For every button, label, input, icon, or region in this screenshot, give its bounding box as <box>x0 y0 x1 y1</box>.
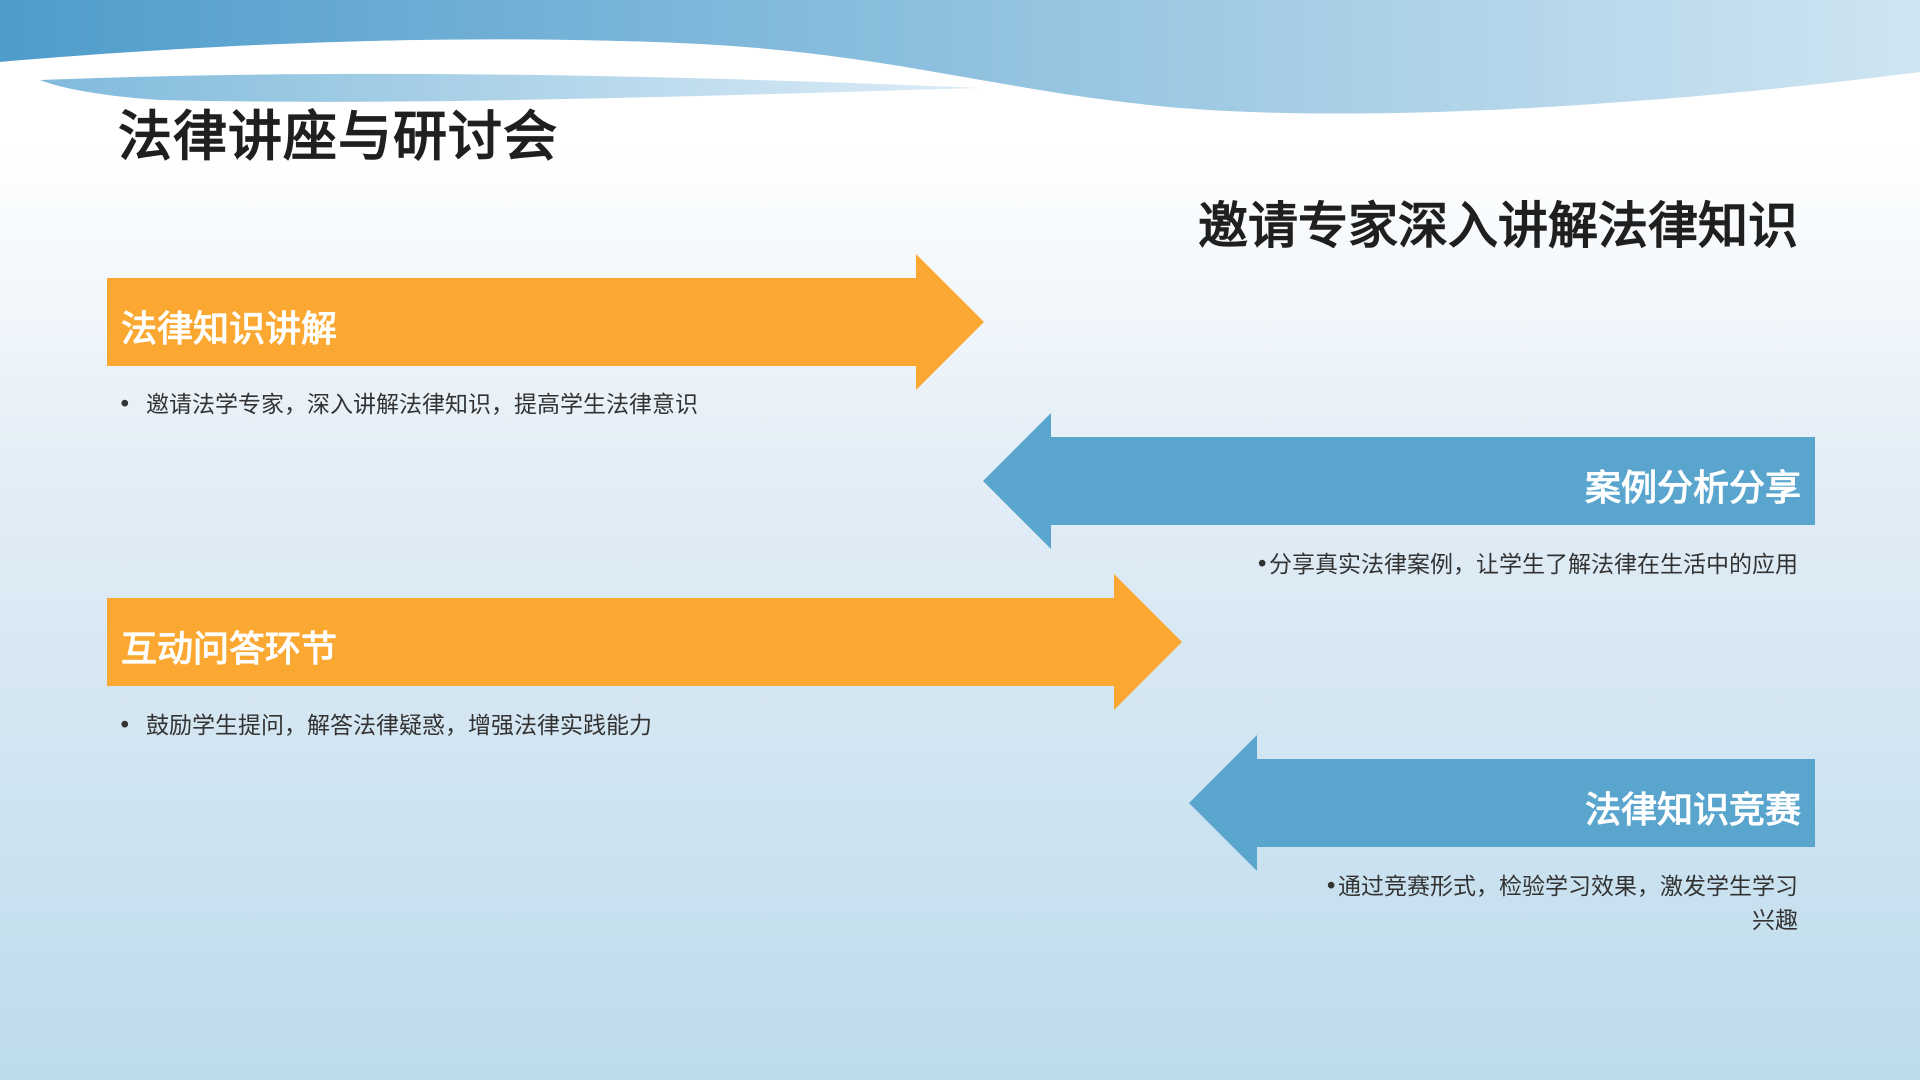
arrow-heading: 法律知识讲解 <box>121 309 338 350</box>
arrow-heading: 法律知识竞赛 <box>1584 790 1801 831</box>
arrow-banner-law-explanation: 法律知识讲解 <box>107 254 984 390</box>
description-text: 鼓励学生提问，解答法律疑惑，增强法律实践能力 <box>146 713 652 739</box>
header-wave-decoration <box>0 0 1920 114</box>
arrow-banner-qa-session: 互动问答环节 <box>107 574 1182 710</box>
arrow-heading: 互动问答环节 <box>121 629 338 670</box>
arrow-right-shape <box>107 254 984 390</box>
bullet-icon: • <box>1324 874 1338 900</box>
arrow-left-shape <box>1189 735 1815 871</box>
bullet-icon: • <box>118 392 132 418</box>
description-text: 邀请法学专家，深入讲解法律知识，提高学生法律意识 <box>146 392 698 418</box>
description-text: 分享真实法律案例，让学生了解法律在生活中的应用 <box>1269 552 1798 578</box>
page-subtitle: 邀请专家深入讲解法律知识 <box>1198 197 1798 255</box>
arrow-banner-knowledge-contest: 法律知识竞赛 <box>1189 735 1815 871</box>
arrow-banner-case-analysis: 案例分析分享 <box>983 413 1815 549</box>
page-title: 法律讲座与研讨会 <box>118 105 558 168</box>
arrow-heading: 案例分析分享 <box>1584 468 1801 509</box>
bullet-icon: • <box>1255 552 1269 578</box>
arrow-left-shape <box>983 413 1815 549</box>
arrow-right-shape <box>107 574 1182 710</box>
description-text-line-1: 通过竞赛形式，检验学习效果，激发学生学习 <box>1338 874 1798 900</box>
item-description: •通过竞赛形式，检验学习效果，激发学生学习 兴趣 <box>1238 870 1798 938</box>
description-text-line-2: 兴趣 <box>1752 908 1798 934</box>
item-description: • 邀请法学专家，深入讲解法律知识，提高学生法律意识 <box>118 388 878 422</box>
bullet-icon: • <box>118 713 132 739</box>
item-description: • 鼓励学生提问，解答法律疑惑，增强法律实践能力 <box>118 709 878 743</box>
item-description: •分享真实法律案例，让学生了解法律在生活中的应用 <box>1038 548 1798 582</box>
